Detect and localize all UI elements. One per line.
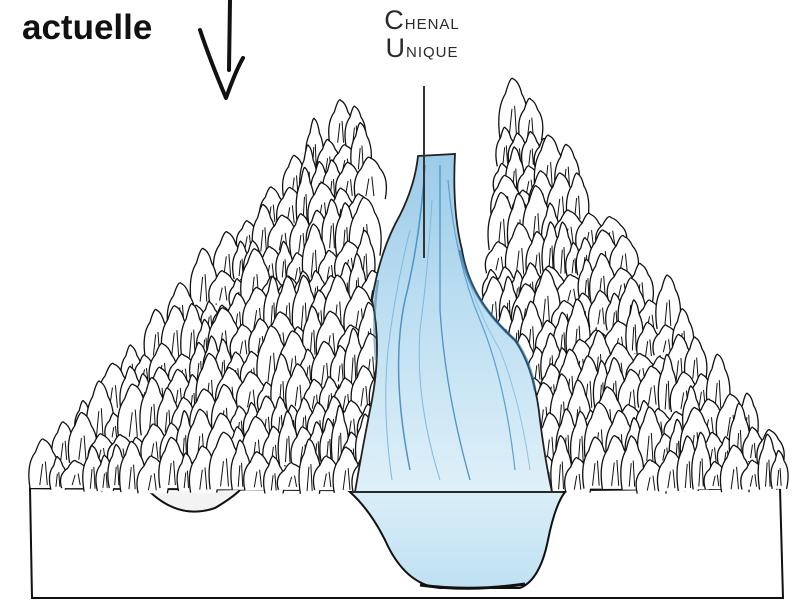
channel-label-line-2: Unique <box>352 34 492 62</box>
left-forest <box>29 100 416 494</box>
tree-sketch <box>656 275 681 329</box>
down-arrow-icon <box>200 0 243 98</box>
channel-label: Chenal Unique <box>352 6 492 63</box>
title-word: actuelle <box>22 8 152 48</box>
channel-label-line-1: Chenal <box>352 6 492 34</box>
